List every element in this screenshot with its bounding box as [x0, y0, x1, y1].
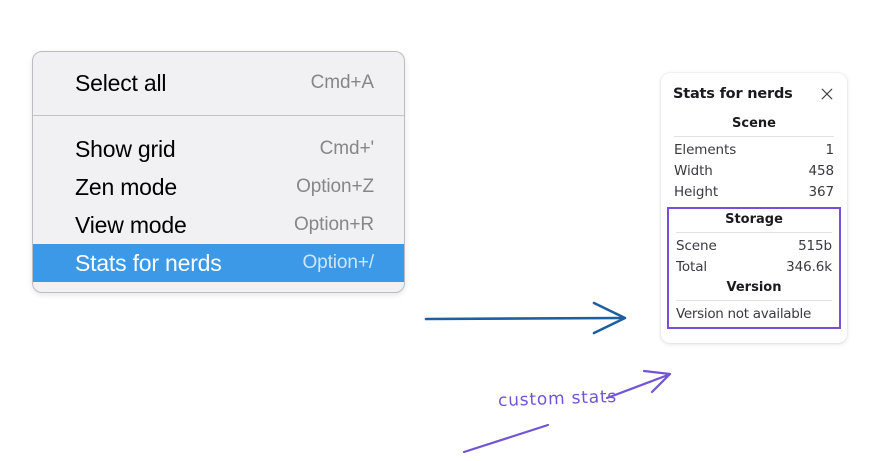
stat-value: 346.6k: [786, 258, 832, 275]
stat-value: 367: [808, 183, 835, 200]
stat-key: Elements: [674, 141, 737, 158]
menu-item-shortcut: Cmd+': [319, 138, 374, 159]
stat-value: 458: [808, 162, 835, 179]
stat-row-width: Width 458: [673, 160, 835, 181]
stats-panel-titlebar: Stats for nerds: [673, 85, 835, 102]
stat-row-elements: Elements 1: [673, 139, 835, 160]
divider: [674, 136, 834, 137]
close-icon[interactable]: [818, 85, 835, 102]
stats-panel-title: Stats for nerds: [673, 85, 793, 102]
menu-item-zen-mode[interactable]: Zen mode Option+Z: [33, 168, 404, 206]
stat-row-storage-scene: Scene 515b: [675, 235, 833, 256]
menu-section-2: Show grid Cmd+' Zen mode Option+Z View m…: [33, 116, 404, 292]
stat-value: 515b: [798, 237, 832, 254]
stat-value: 1: [825, 141, 835, 158]
stat-row-height: Height 367: [673, 181, 835, 202]
menu-item-stats-for-nerds[interactable]: Stats for nerds Option+/: [33, 244, 404, 282]
menu-item-shortcut: Option+Z: [296, 176, 374, 197]
menu-item-label: Stats for nerds: [75, 249, 222, 276]
menu-item-label: Zen mode: [75, 173, 177, 200]
stat-key: Scene: [676, 237, 717, 254]
stat-key: Total: [676, 258, 708, 275]
menu-item-shortcut: Option+R: [294, 214, 374, 235]
stat-row-storage-total: Total 346.6k: [675, 256, 833, 277]
purple-underline-stroke: [462, 423, 550, 454]
menu-item-show-grid[interactable]: Show grid Cmd+': [33, 130, 404, 168]
divider: [676, 300, 832, 301]
stats-for-nerds-panel: Stats for nerds Scene Elements 1 Width 4…: [661, 73, 847, 343]
menu-item-label: View mode: [75, 211, 187, 238]
custom-stats-annotation-label: custom stats: [497, 386, 618, 412]
menu-section-1: Select all Cmd+A: [33, 52, 404, 116]
menu-item-view-mode[interactable]: View mode Option+R: [33, 206, 404, 244]
menu-item-shortcut: Cmd+A: [310, 72, 374, 93]
divider: [676, 232, 832, 233]
section-header-scene: Scene: [732, 116, 776, 131]
blue-arrow-annotation: [424, 301, 627, 335]
version-value: Version not available: [676, 306, 811, 322]
menu-item-label: Show grid: [75, 135, 176, 162]
section-header-version: Version: [726, 280, 782, 295]
stat-key: Height: [674, 183, 719, 200]
context-menu[interactable]: Select all Cmd+A Show grid Cmd+' Zen mod…: [32, 51, 405, 293]
section-header-storage: Storage: [725, 212, 783, 227]
custom-stats-highlight-box: Storage Scene 515b Total 346.6k Version …: [667, 207, 841, 329]
stat-key: Width: [674, 162, 713, 179]
menu-item-label: Select all: [75, 69, 167, 96]
menu-item-shortcut: Option+/: [302, 252, 374, 273]
menu-item-select-all[interactable]: Select all Cmd+A: [33, 64, 404, 102]
